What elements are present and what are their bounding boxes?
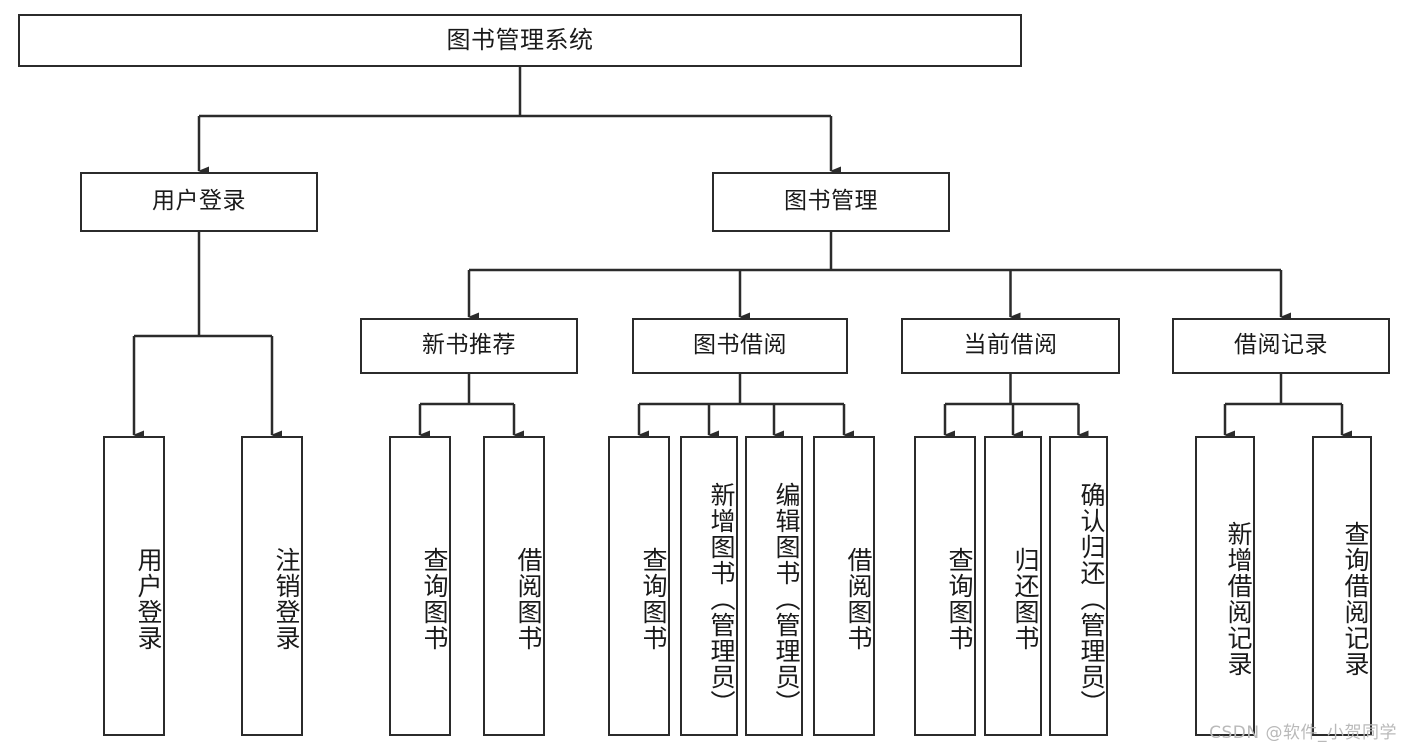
node-label: 确认归还（管理员） — [1077, 482, 1106, 716]
node-label: 查询图书 — [945, 547, 974, 651]
node-label: 查询图书 — [420, 547, 449, 651]
leaf-query-book-borrow[interactable]: 查询图书 — [608, 436, 670, 736]
node-label: 查询图书 — [639, 547, 668, 651]
node-borrow-record[interactable]: 借阅记录 — [1172, 318, 1390, 374]
node-label: 图书管理系统 — [446, 26, 594, 55]
leaf-edit-book-admin[interactable]: 编辑图书（管理员） — [745, 436, 803, 736]
node-label: 借阅记录 — [1234, 332, 1328, 359]
node-label: 新书推荐 — [422, 332, 516, 359]
watermark-credit: CSDN @软件_小贺同学 — [1209, 723, 1397, 743]
node-current-borrow[interactable]: 当前借阅 — [901, 318, 1120, 374]
node-label: 新增图书（管理员） — [707, 482, 736, 716]
leaf-add-book-admin[interactable]: 新增图书（管理员） — [680, 436, 738, 736]
node-user-login[interactable]: 用户登录 — [80, 172, 318, 232]
leaf-query-borrow-record[interactable]: 查询借阅记录 — [1312, 436, 1372, 736]
leaf-logout[interactable]: 注销登录 — [241, 436, 303, 736]
leaf-query-book-current[interactable]: 查询图书 — [914, 436, 976, 736]
node-label: 图书管理 — [784, 188, 878, 215]
node-new-book-recommend[interactable]: 新书推荐 — [360, 318, 578, 374]
node-label: 用户登录 — [152, 188, 246, 215]
node-book-borrow[interactable]: 图书借阅 — [632, 318, 848, 374]
leaf-user-login[interactable]: 用户登录 — [103, 436, 165, 736]
leaf-borrow-book[interactable]: 借阅图书 — [813, 436, 875, 736]
leaf-return-book[interactable]: 归还图书 — [984, 436, 1042, 736]
leaf-borrow-book-new[interactable]: 借阅图书 — [483, 436, 545, 736]
node-book-management[interactable]: 图书管理 — [712, 172, 950, 232]
connector-lines — [132, 67, 1352, 440]
node-label: 图书借阅 — [693, 332, 787, 359]
node-root[interactable]: 图书管理系统 — [18, 14, 1022, 67]
leaf-query-book-new[interactable]: 查询图书 — [389, 436, 451, 736]
node-label: 借阅图书 — [844, 547, 873, 651]
node-label: 归还图书 — [1011, 547, 1040, 651]
node-label: 编辑图书（管理员） — [772, 482, 801, 716]
node-label: 查询借阅记录 — [1341, 521, 1370, 677]
node-label: 新增借阅记录 — [1224, 521, 1253, 677]
node-label: 用户登录 — [134, 547, 163, 651]
leaf-confirm-return-admin[interactable]: 确认归还（管理员） — [1049, 436, 1108, 736]
node-label: 借阅图书 — [514, 547, 543, 651]
node-label: 注销登录 — [272, 547, 301, 651]
leaf-add-borrow-record[interactable]: 新增借阅记录 — [1195, 436, 1255, 736]
node-label: 当前借阅 — [963, 332, 1058, 359]
